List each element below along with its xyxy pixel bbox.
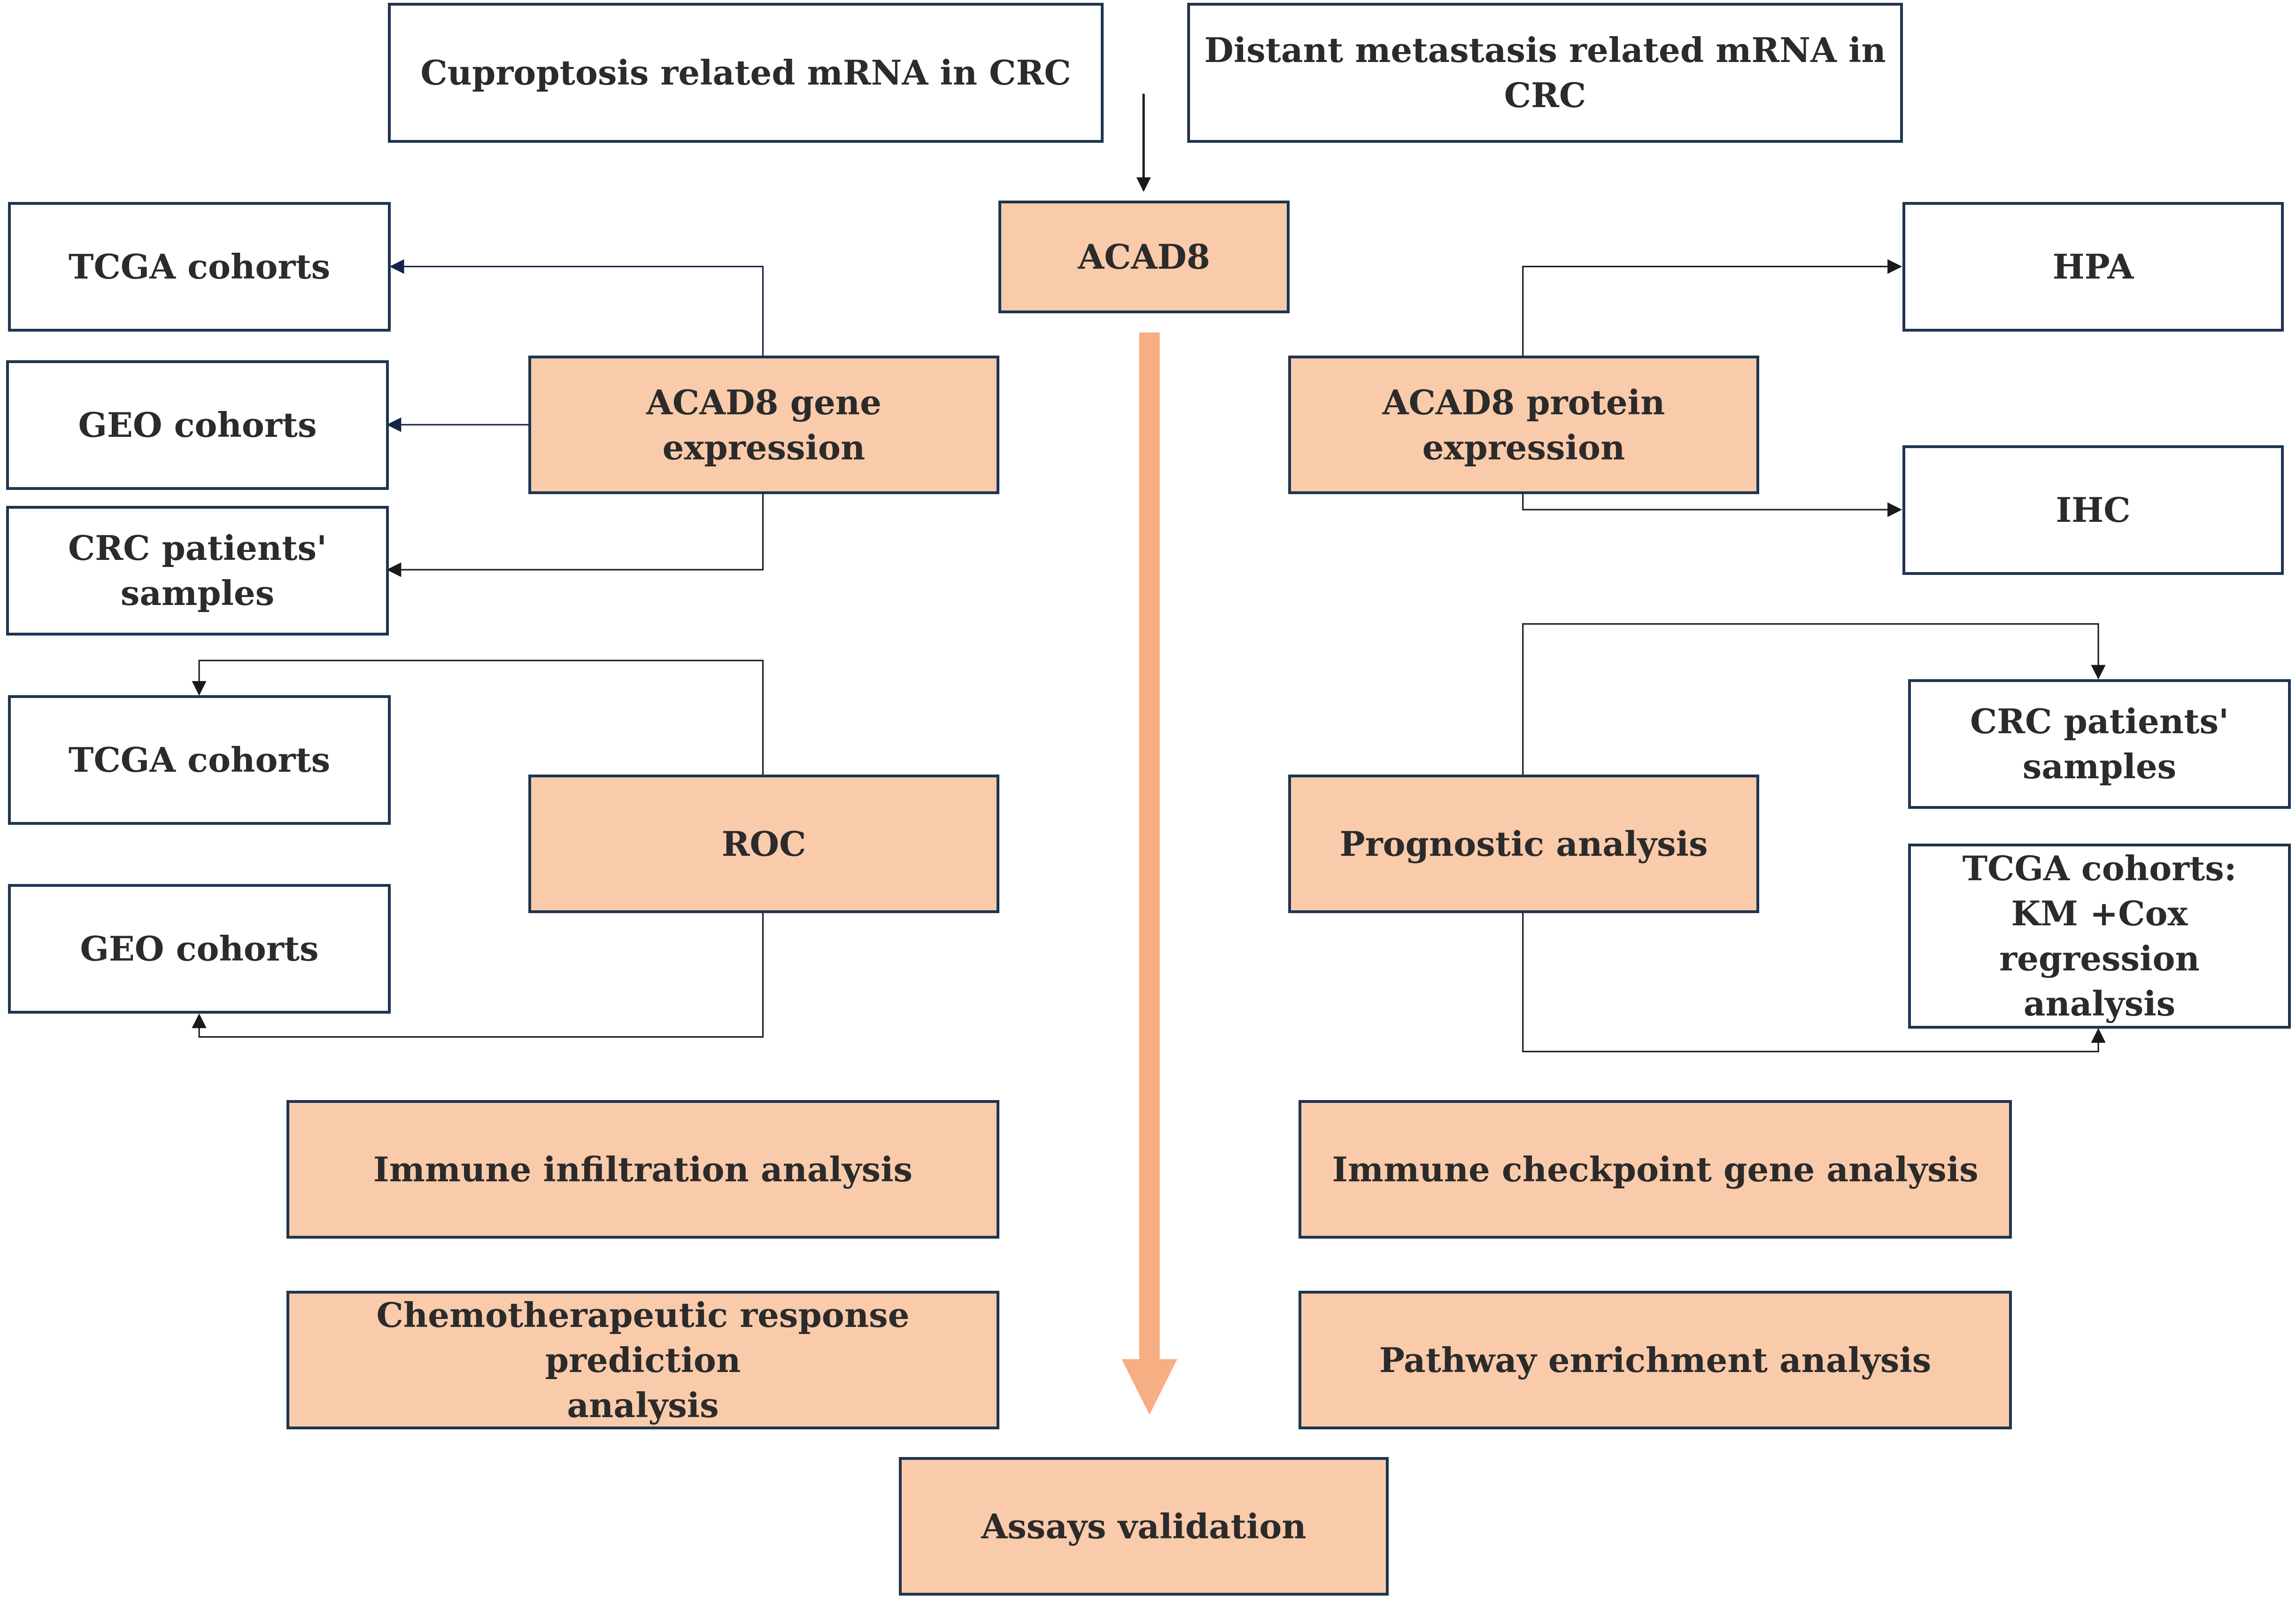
gene-geo-cohorts-box: GEO cohorts bbox=[6, 360, 389, 490]
prognostic-to-crc-samples-connector bbox=[1522, 623, 2106, 775]
roc-to-tcga-connector bbox=[192, 659, 764, 775]
pathway-enrichment-box: Pathway enrichment analysis bbox=[1299, 1291, 2012, 1429]
acad8-gene-expression-box: ACAD8 gene expression bbox=[528, 356, 999, 494]
assays-validation-box: Assays validation bbox=[899, 1457, 1389, 1596]
protein-to-ihc-connector bbox=[1522, 493, 1902, 517]
roc-geo-cohorts-box: GEO cohorts bbox=[8, 884, 391, 1014]
roc-box: ROC bbox=[528, 775, 999, 913]
immune-checkpoint-box: Immune checkpoint gene analysis bbox=[1299, 1100, 2012, 1239]
main-flow-arrow-shaft bbox=[1139, 332, 1160, 1361]
gene-tcga-cohorts-box: TCGA cohorts bbox=[8, 202, 391, 332]
metastasis-mrna-box: Distant metastasis related mRNA in CRC bbox=[1187, 3, 1903, 143]
hpa-box: HPA bbox=[1902, 202, 2284, 332]
chemotherapeutic-response-box: Chemotherapeutic response prediction ana… bbox=[286, 1291, 999, 1429]
gene-crc-samples-box: CRC patients' samples bbox=[6, 506, 389, 636]
gene-to-crc-samples-connector bbox=[387, 493, 764, 577]
cuproptosis-mrna-box: Cuproptosis related mRNA in CRC bbox=[388, 3, 1104, 143]
roc-to-geo-connector bbox=[192, 912, 764, 1038]
ihc-box: IHC bbox=[1902, 445, 2284, 575]
prognostic-tcga-km-cox-box: TCGA cohorts: KM +Cox regression analysi… bbox=[1908, 844, 2291, 1029]
protein-to-hpa-connector bbox=[1522, 259, 1902, 356]
roc-tcga-cohorts-box: TCGA cohorts bbox=[8, 695, 391, 825]
acad8-protein-expression-box: ACAD8 protein expression bbox=[1288, 356, 1759, 494]
prognostic-crc-samples-box: CRC patients' samples bbox=[1908, 679, 2291, 809]
main-flow-arrow-head bbox=[1121, 1359, 1177, 1415]
prognostic-analysis-box: Prognostic analysis bbox=[1288, 775, 1759, 913]
acad8-box: ACAD8 bbox=[998, 201, 1290, 313]
immune-infiltration-box: Immune infiltration analysis bbox=[286, 1100, 999, 1239]
gene-to-tcga-connector bbox=[389, 259, 764, 356]
prognostic-to-tcga-km-connector bbox=[1522, 912, 2106, 1053]
